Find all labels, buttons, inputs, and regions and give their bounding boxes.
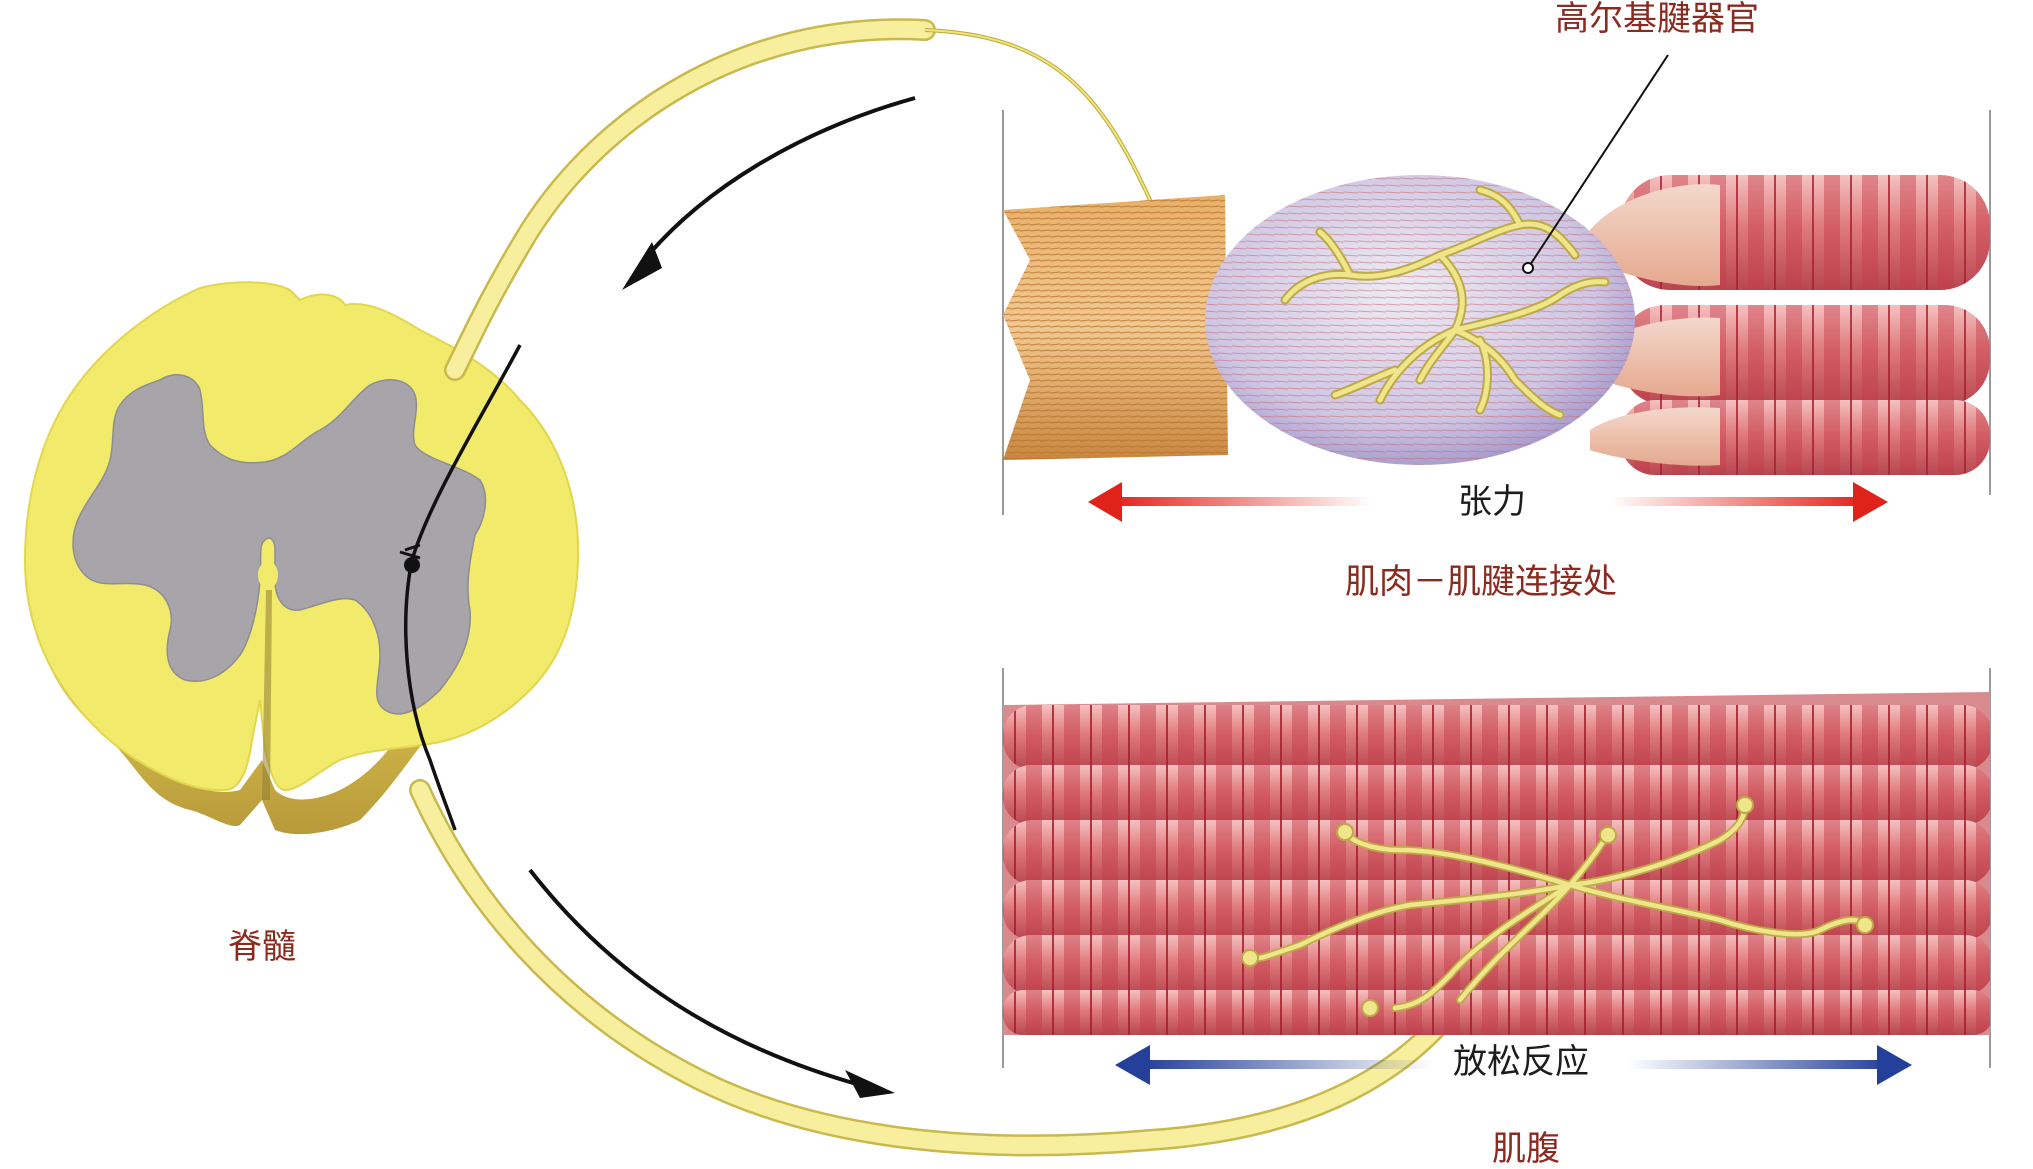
junction-label: 肌肉－肌腱连接处 bbox=[1345, 565, 1617, 599]
golgi-organ-label: 高尔基腱器官 bbox=[1555, 2, 1759, 36]
muscle-belly-label: 肌腹 bbox=[1492, 1132, 1560, 1166]
belly-panel bbox=[975, 668, 2015, 1085]
afferent-arrow bbox=[622, 98, 915, 290]
synapse-dot bbox=[404, 557, 420, 573]
central-canal bbox=[258, 561, 278, 589]
tension-label: 张力 bbox=[1458, 485, 1526, 519]
efferent-arrow bbox=[530, 870, 895, 1098]
muscle-fibers bbox=[1590, 175, 1990, 475]
spinal-cord-label: 脊髓 bbox=[228, 930, 296, 964]
relax-response-label: 放松反应 bbox=[1453, 1045, 1589, 1079]
junction-panel bbox=[1003, 55, 1990, 522]
spinal-cord bbox=[25, 282, 578, 834]
